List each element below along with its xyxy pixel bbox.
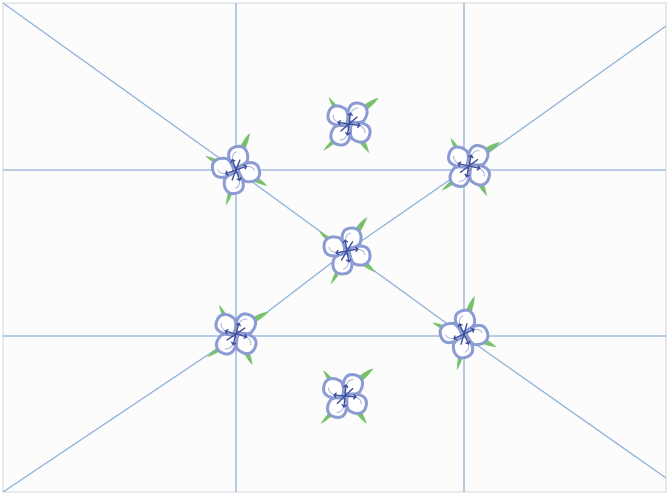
pattern-canvas xyxy=(0,0,669,495)
pattern-svg xyxy=(0,0,669,495)
